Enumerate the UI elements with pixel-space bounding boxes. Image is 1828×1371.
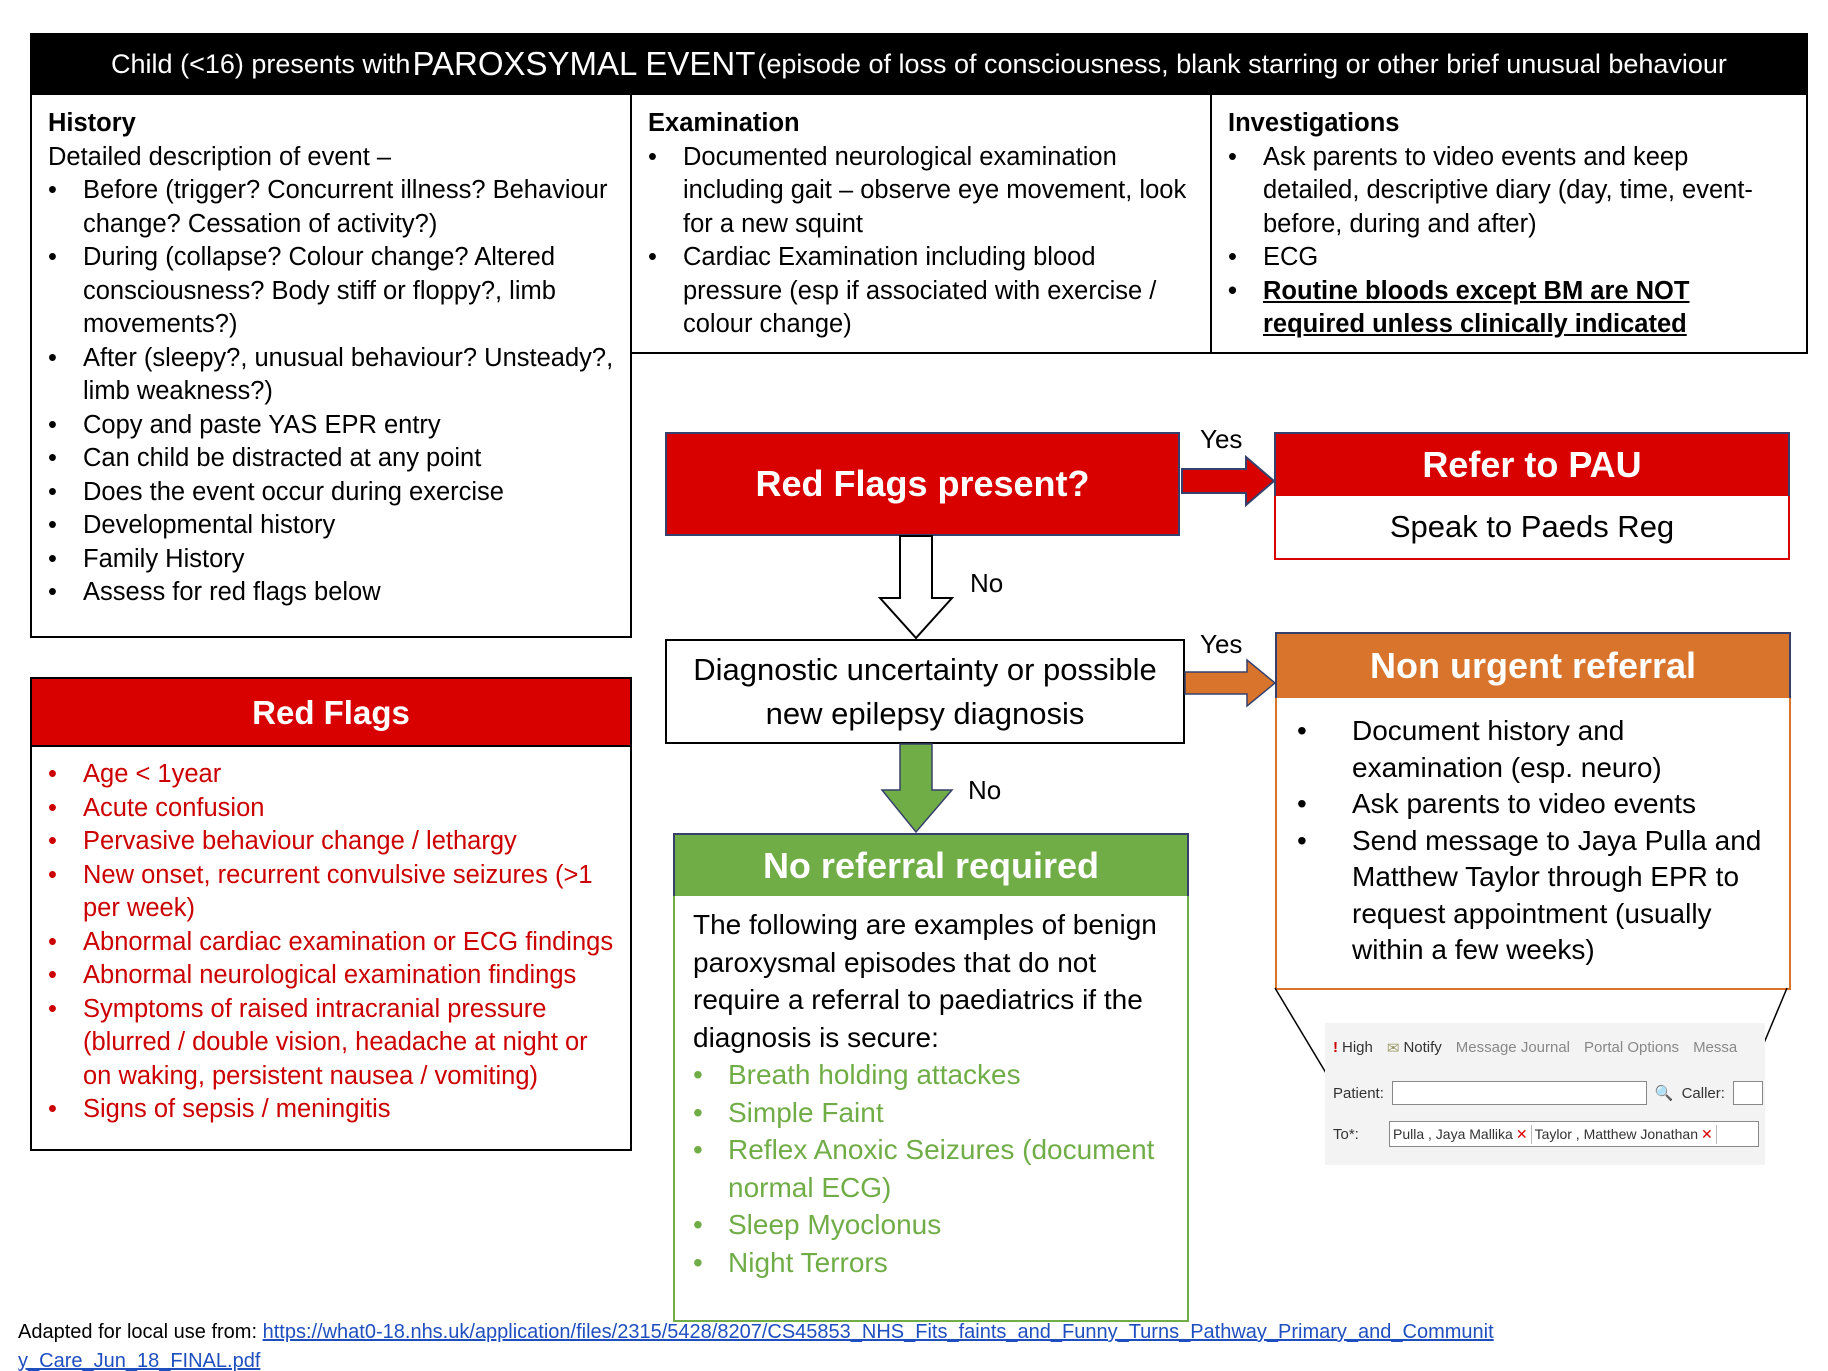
red-flags-box: Age < 1year Acute confusion Pervasive be… — [30, 745, 632, 1151]
non-urgent-item: Send message to Jaya Pulla and Matthew T… — [1297, 823, 1769, 969]
benign-episode-item: Sleep Myoclonus — [693, 1206, 1169, 1244]
investigations-heading: Investigations — [1228, 109, 1400, 137]
red-flag-item: Signs of sepsis / meningitis — [48, 1093, 614, 1127]
refer-to-pau-heading: Refer to PAU — [1274, 432, 1790, 498]
epr-toolbar-notify: Notify — [1403, 1039, 1442, 1056]
remove-icon: ✕ — [1700, 1125, 1713, 1142]
history-item: Can child be distracted at any point — [48, 442, 614, 476]
history-heading: History — [48, 109, 136, 137]
red-flag-item: Acute confusion — [48, 792, 614, 826]
investigations-box: Investigations Ask parents to video even… — [1210, 93, 1808, 354]
epr-toolbar-message-journal: Message Journal — [1455, 1039, 1571, 1056]
recipient-chip: Pulla , Jaya Mallika✕ — [1390, 1124, 1532, 1144]
history-item: After (sleepy?, unusual behaviour? Unste… — [48, 342, 614, 409]
history-intro: Detailed description of event – — [48, 142, 392, 171]
history-item: Family History — [48, 543, 614, 577]
no-referral-body: The following are examples of benign par… — [673, 896, 1189, 1322]
no-arrow-white — [878, 535, 954, 640]
investigations-item-bloods: Routine bloods except BM are NOT require… — [1228, 275, 1790, 342]
to-label: To*: — [1333, 1125, 1359, 1143]
red-flags-list: Age < 1year Acute confusion Pervasive be… — [48, 758, 614, 1127]
red-flag-item: Abnormal cardiac examination or ECG find… — [48, 926, 614, 960]
footer-prefix: Adapted for local use from: — [18, 1321, 263, 1343]
examination-item: Documented neurological examination incl… — [648, 141, 1194, 242]
patient-label: Patient: — [1333, 1084, 1384, 1102]
recipient-name: Taylor , Matthew Jonathan — [1534, 1125, 1698, 1142]
non-urgent-item: Ask parents to video events — [1297, 786, 1769, 823]
caller-label: Caller: — [1681, 1084, 1725, 1102]
epr-patient-row: Patient: 🔍 Caller: — [1333, 1081, 1763, 1105]
history-item: During (collapse? Colour change? Altered… — [48, 241, 614, 342]
no-label-1: No — [970, 568, 1004, 598]
history-item: Does the event occur during exercise — [48, 476, 614, 510]
examination-heading: Examination — [648, 109, 800, 137]
caller-field — [1732, 1081, 1763, 1105]
no-referral-intro: The following are examples of benign par… — [693, 909, 1157, 1053]
yes-label-1: Yes — [1200, 424, 1243, 454]
title-suffix: (episode of loss of consciousness, blank… — [757, 48, 1727, 79]
examination-item: Cardiac Examination including blood pres… — [648, 241, 1194, 342]
history-box: History Detailed description of event – … — [30, 93, 632, 638]
source-footer: Adapted for local use from: https://what… — [18, 1318, 1498, 1371]
examination-box: Examination Documented neurological exam… — [630, 93, 1212, 354]
red-flags-question-box: Red Flags present? — [665, 432, 1180, 536]
title-emphasis: PAROXSYMAL EVENT — [412, 45, 756, 82]
benign-episode-item: Reflex Anoxic Seizures (document normal … — [693, 1131, 1169, 1206]
patient-field — [1391, 1081, 1647, 1105]
high-priority-icon: ! — [1333, 1039, 1338, 1056]
red-flag-item: Abnormal neurological examination findin… — [48, 959, 614, 993]
non-urgent-list: Document history and examination (esp. n… — [1297, 713, 1769, 969]
red-flags-heading: Red Flags — [30, 677, 632, 747]
red-flag-item: Symptoms of raised intracranial pressure… — [48, 993, 614, 1094]
pathway-title: Child (<16) presents with PAROXSYMAL EVE… — [30, 33, 1808, 95]
yes-arrow-red — [1181, 455, 1276, 507]
benign-episode-item: Night Terrors — [693, 1244, 1169, 1282]
to-field: Pulla , Jaya Mallika✕ Taylor , Matthew J… — [1389, 1121, 1759, 1147]
title-prefix: Child (<16) presents with — [111, 48, 411, 79]
yes-label-2: Yes — [1200, 629, 1243, 659]
diagnostic-uncertainty-box: Diagnostic uncertainty or possible new e… — [665, 639, 1185, 744]
epr-toolbar: ! High ✉ Notify Message Journal Portal O… — [1333, 1039, 1737, 1057]
recipient-name: Pulla , Jaya Mallika — [1393, 1125, 1513, 1142]
benign-episode-item: Breath holding attackes — [693, 1056, 1169, 1094]
source-link[interactable]: https://what0-18.nhs.uk/application/file… — [18, 1321, 1494, 1371]
investigations-item: Ask parents to video events and keep det… — [1228, 141, 1790, 242]
history-item: Developmental history — [48, 509, 614, 543]
refer-to-pau-body: Speak to Paeds Reg — [1274, 496, 1790, 560]
epr-to-row: To*: Pulla , Jaya Mallika✕ Taylor , Matt… — [1333, 1121, 1759, 1147]
epr-toolbar-messa: Messa — [1693, 1039, 1738, 1056]
no-label-2: No — [968, 775, 1002, 805]
red-flag-item: New onset, recurrent convulsive seizures… — [48, 859, 614, 926]
recipient-chip: Taylor , Matthew Jonathan✕ — [1532, 1124, 1717, 1144]
yes-arrow-orange — [1184, 658, 1277, 708]
no-arrow-green — [880, 743, 954, 834]
non-urgent-referral-body: Document history and examination (esp. n… — [1275, 698, 1791, 990]
remove-icon: ✕ — [1515, 1125, 1528, 1142]
notify-icon: ✉ — [1386, 1040, 1400, 1057]
history-item: Assess for red flags below — [48, 576, 614, 610]
binoculars-icon: 🔍 — [1654, 1085, 1674, 1102]
non-urgent-referral-heading: Non urgent referral — [1275, 632, 1791, 700]
investigations-item: ECG — [1228, 241, 1790, 275]
history-item: Copy and paste YAS EPR entry — [48, 409, 614, 443]
examination-list: Documented neurological examination incl… — [648, 141, 1194, 342]
epr-toolbar-high: High — [1342, 1039, 1373, 1056]
benign-episodes-list: Breath holding attackes Simple Faint Ref… — [693, 1056, 1169, 1281]
epr-message-screenshot: ! High ✉ Notify Message Journal Portal O… — [1325, 1023, 1765, 1165]
history-item: Before (trigger? Concurrent illness? Beh… — [48, 174, 614, 241]
red-flag-item: Age < 1year — [48, 758, 614, 792]
screenshot-callout-lines — [1274, 987, 1788, 1074]
benign-episode-item: Simple Faint — [693, 1094, 1169, 1132]
no-referral-heading: No referral required — [673, 833, 1189, 898]
non-urgent-item: Document history and examination (esp. n… — [1297, 713, 1769, 786]
red-flag-item: Pervasive behaviour change / lethargy — [48, 825, 614, 859]
history-list: Before (trigger? Concurrent illness? Beh… — [48, 174, 614, 610]
investigations-list: Ask parents to video events and keep det… — [1228, 141, 1790, 342]
epr-toolbar-portal-options: Portal Options — [1584, 1039, 1680, 1056]
